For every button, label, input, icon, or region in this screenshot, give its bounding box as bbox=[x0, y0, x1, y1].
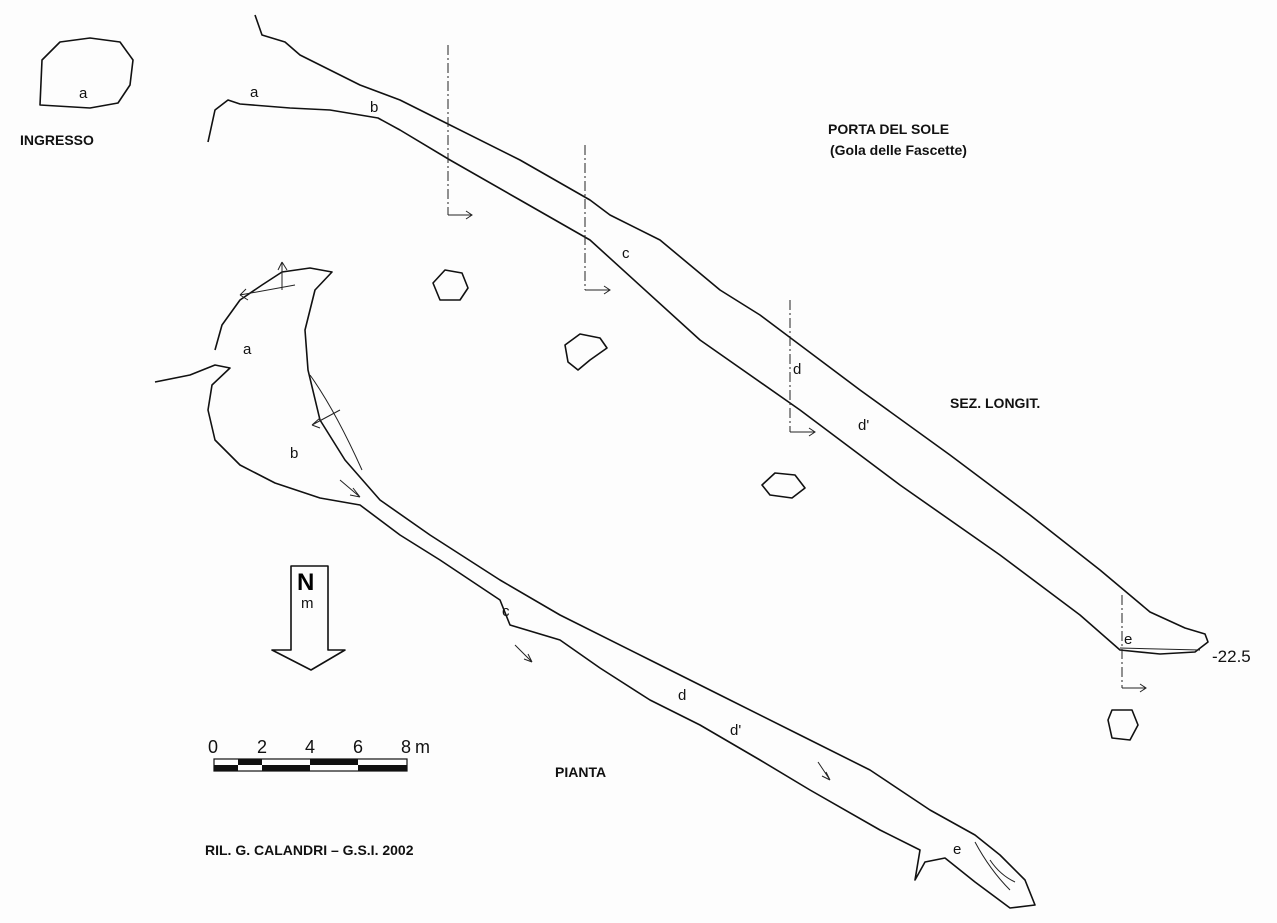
scale-tick-0: 0 bbox=[208, 737, 218, 757]
scale-tick-6: 6 bbox=[353, 737, 363, 757]
cross-section-e bbox=[1107, 709, 1139, 741]
scale-bar: 0 2 4 6 8 m bbox=[208, 737, 430, 772]
plan-station-c: c bbox=[502, 603, 510, 620]
section-cut-lines bbox=[447, 45, 1147, 693]
plan-label: PIANTA bbox=[555, 764, 606, 780]
scale-tick-2: 2 bbox=[257, 737, 267, 757]
north-letter: N bbox=[297, 569, 314, 596]
section-station-d: d bbox=[793, 361, 801, 378]
cross-section-b bbox=[432, 269, 469, 301]
entrance-cross-section bbox=[39, 37, 134, 109]
cave-name: PORTA DEL SOLE bbox=[828, 121, 949, 137]
section-station-c: c bbox=[622, 245, 630, 262]
plan-station-a: a bbox=[243, 341, 252, 358]
scale-tick-8: 8 bbox=[401, 737, 411, 757]
depth-label: -22.5 bbox=[1212, 647, 1251, 666]
cross-section-c bbox=[564, 333, 608, 371]
cross-section-d bbox=[761, 472, 806, 499]
entrance-label: INGRESSO bbox=[20, 132, 94, 148]
north-sub: m bbox=[301, 595, 314, 612]
cave-subtitle: (Gola delle Fascette) bbox=[830, 142, 967, 158]
section-station-b: b bbox=[370, 99, 378, 116]
section-label: SEZ. LONGIT. bbox=[950, 395, 1040, 411]
plan-station-e: e bbox=[953, 841, 961, 858]
north-arrow: N m bbox=[271, 565, 346, 671]
section-station-a: a bbox=[250, 84, 259, 101]
entrance-station-a: a bbox=[79, 85, 88, 102]
scale-unit: m bbox=[415, 737, 430, 757]
plan-contours bbox=[974, 841, 1016, 891]
survey-credit: RIL. G. CALANDRI – G.S.I. 2002 bbox=[205, 842, 414, 858]
section-station-d-prime: d' bbox=[858, 417, 869, 434]
water-level bbox=[1119, 647, 1201, 651]
water-flow-arrows bbox=[239, 261, 831, 781]
plan-station-b: b bbox=[290, 445, 298, 462]
plan-outline bbox=[154, 267, 1036, 909]
longitudinal-section-outline bbox=[207, 14, 1209, 655]
scale-tick-4: 4 bbox=[305, 737, 315, 757]
section-station-e: e bbox=[1124, 631, 1132, 648]
plan-station-d-prime: d' bbox=[730, 722, 741, 739]
plan-inner-wall bbox=[309, 374, 363, 471]
plan-station-d: d bbox=[678, 687, 686, 704]
